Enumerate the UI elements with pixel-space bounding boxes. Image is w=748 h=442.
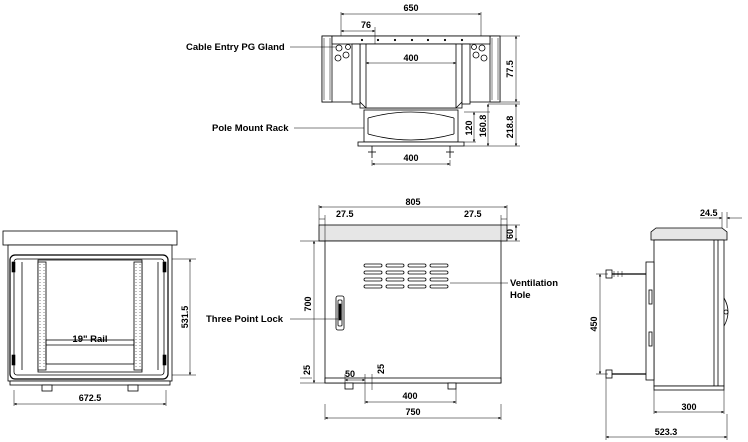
dim-pole-160-8: 160.8 xyxy=(478,115,488,138)
door-foot-right xyxy=(447,382,457,390)
dim-depth-523-3: 523.3 xyxy=(655,427,678,437)
label-cable-entry: Cable Entry PG Gland xyxy=(186,42,285,53)
dim-depth-24-5: 24.5 xyxy=(700,208,718,218)
dim-pole-120: 120 xyxy=(464,120,474,135)
dim-door-60: 60 xyxy=(505,229,515,239)
dim-door-50: 50 xyxy=(345,369,355,379)
ventilation-slots xyxy=(363,263,449,289)
top-left-rail xyxy=(321,35,333,103)
pole-bolt-bottom xyxy=(605,369,646,379)
dim-door-750: 750 xyxy=(405,407,420,417)
dim-depth-450: 450 xyxy=(589,316,599,331)
dim-door-27-5-right: 27.5 xyxy=(464,209,482,219)
pole-bolt-top xyxy=(605,269,646,279)
cable-gland-left xyxy=(334,44,351,62)
dim-top-76: 76 xyxy=(361,20,371,30)
front-view: 19" Rail 672.5 531.5 xyxy=(2,230,196,406)
pole-mount-plate xyxy=(357,141,465,147)
front-foot-left xyxy=(41,384,53,392)
dim-door-700: 700 xyxy=(303,296,313,311)
door-foot-left xyxy=(344,382,354,390)
cable-gland-right xyxy=(471,44,488,62)
top-view: 650 76 400 77.5 Cable Entry PG Gland xyxy=(186,3,520,109)
rail-right xyxy=(133,261,143,371)
front-body xyxy=(7,244,173,382)
top-perforations xyxy=(360,38,464,42)
front-roof xyxy=(2,230,178,246)
dim-top-400: 400 xyxy=(403,53,418,63)
dim-door-805: 805 xyxy=(405,197,420,207)
dim-front-531-5: 531.5 xyxy=(180,306,190,329)
front-foot-right xyxy=(127,384,139,392)
pole-mount-view: 400 120 160.8 218.8 Pole Mount Rack xyxy=(212,103,520,166)
lock-handle xyxy=(335,295,345,331)
dim-front-672-5: 672.5 xyxy=(79,393,102,403)
top-right-rail xyxy=(489,35,501,103)
label-ventilation-hole: Hole xyxy=(510,290,531,301)
dim-pole-218-8: 218.8 xyxy=(505,116,515,139)
dim-top-77-5: 77.5 xyxy=(505,60,515,78)
door-body xyxy=(324,240,502,384)
label-19-rail: 19" Rail xyxy=(72,334,107,345)
depth-mount-plate xyxy=(645,261,655,381)
label-pole-mount: Pole Mount Rack xyxy=(212,123,289,134)
dim-depth-300: 300 xyxy=(681,402,696,412)
label-ventilation: Ventilation xyxy=(510,278,558,289)
depth-body xyxy=(653,239,725,387)
depth-roof xyxy=(650,227,728,241)
dim-door-27-5-left: 27.5 xyxy=(336,209,354,219)
depth-view: 24.5 450 300 523.3 xyxy=(589,208,742,440)
door-view: 805 27.5 27.5 60 700 25 50 25 400 xyxy=(206,197,558,420)
door-roof xyxy=(318,224,508,242)
rail-left xyxy=(37,261,47,371)
dim-door-400: 400 xyxy=(402,391,417,401)
pole-mount-bracket xyxy=(363,109,459,143)
dim-top-650: 650 xyxy=(403,3,418,13)
dim-door-25-gap: 25 xyxy=(376,364,386,374)
dim-door-25-foot: 25 xyxy=(302,365,312,375)
label-three-point-lock: Three Point Lock xyxy=(206,314,284,325)
dim-pole-400: 400 xyxy=(403,153,418,163)
